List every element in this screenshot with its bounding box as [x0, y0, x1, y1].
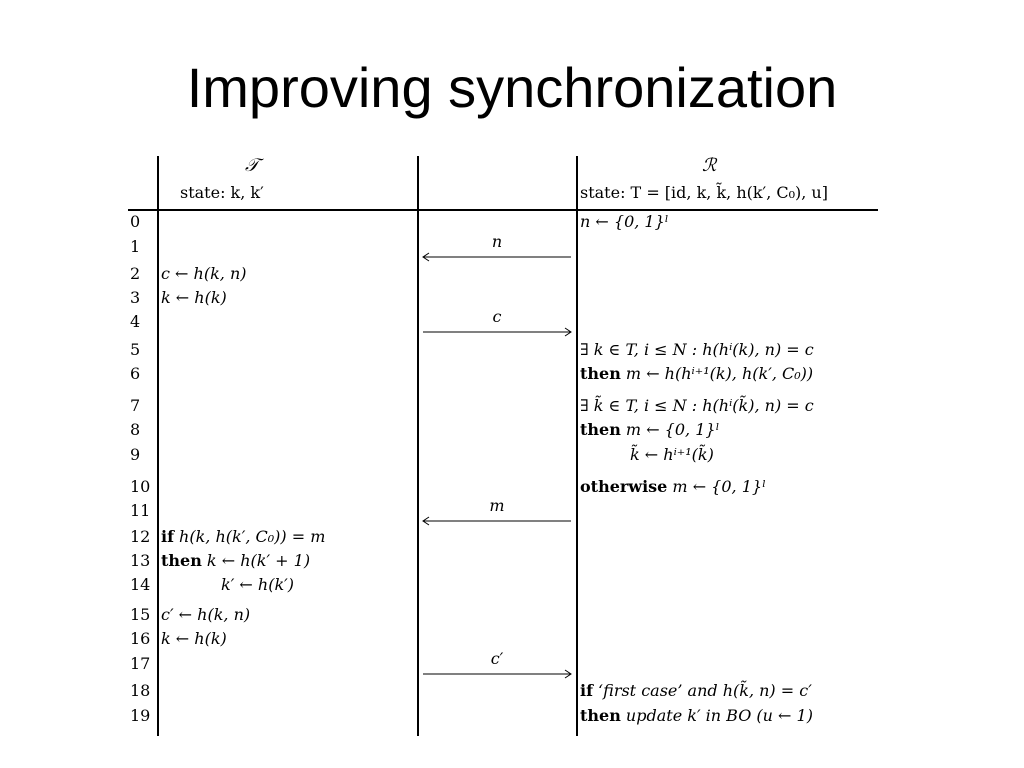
row-number: 1: [130, 237, 141, 256]
row-number: 19: [130, 706, 151, 725]
keyword: if: [161, 527, 174, 546]
reader-expression: m ← h(hⁱ⁺¹(k), h(k′, C₀)): [620, 364, 814, 383]
column-rule-right: [576, 156, 578, 736]
tag-expression: k ← h(k′ + 1): [201, 551, 311, 570]
row-number: 4: [130, 312, 141, 331]
message-label: c: [492, 307, 502, 326]
reader-expression: k̃ ← hⁱ⁺¹(k̃): [630, 445, 714, 464]
reader-step: ∃ k̃ ∈ T, i ≤ N : h(hⁱ(k̃), n) = c: [580, 396, 814, 416]
row-number: 5: [130, 340, 141, 359]
message-label: n: [491, 232, 503, 251]
reader-expression: ∃ k ∈ T, i ≤ N : h(hⁱ(k), n) = c: [580, 340, 814, 359]
column-rule-middle: [417, 156, 419, 736]
tag-step: c′ ← h(k, n): [161, 605, 250, 625]
keyword: then: [161, 551, 202, 570]
tag-party-header: 𝒯: [245, 155, 259, 176]
slide-title: Improving synchronization: [186, 56, 838, 119]
message-arrow: [423, 669, 572, 679]
row-number: 2: [130, 264, 141, 283]
tag-expression: c′ ← h(k, n): [161, 605, 251, 624]
reader-step: if ‘first case’ and h(k̃, n) = c′: [580, 681, 812, 701]
row-number: 15: [130, 605, 151, 624]
reader-expression: n ← {0, 1}ˡ: [580, 212, 669, 231]
keyword: if: [580, 681, 593, 700]
tag-expression: h(k, h(k′, C₀)) = m: [173, 527, 326, 546]
row-number: 7: [130, 396, 141, 415]
reader-expression: ‘first case’ and h(k̃, n) = c′: [592, 681, 812, 700]
row-number: 16: [130, 629, 151, 648]
tag-step: if h(k, h(k′, C₀)) = m: [161, 527, 325, 547]
reader-step: ∃ k ∈ T, i ≤ N : h(hⁱ(k), n) = c: [580, 340, 814, 360]
tag-expression: c ← h(k, n): [161, 264, 247, 283]
row-number: 9: [130, 445, 141, 464]
reader-step: k̃ ← hⁱ⁺¹(k̃): [630, 445, 714, 465]
header-rule: [128, 209, 878, 211]
keyword: then: [580, 420, 621, 439]
row-number: 17: [130, 654, 151, 673]
row-number: 14: [130, 575, 151, 594]
row-number: 3: [130, 288, 141, 307]
row-number: 13: [130, 551, 151, 570]
reader-step: then update k′ in BO (u ← 1): [580, 706, 813, 726]
keyword: then: [580, 706, 621, 725]
reader-expression: m ← {0, 1}ˡ: [620, 420, 720, 439]
row-number: 12: [130, 527, 151, 546]
tag-expression: k ← h(k): [161, 288, 227, 307]
message-label: c′: [490, 649, 504, 668]
keyword: then: [580, 364, 621, 383]
column-rule-left: [157, 156, 159, 736]
row-number: 8: [130, 420, 141, 439]
tag-step: c ← h(k, n): [161, 264, 247, 284]
reader-expression: m ← {0, 1}ˡ: [667, 477, 766, 496]
row-number: 10: [130, 477, 151, 496]
message-arrow: [422, 516, 571, 526]
reader-step: then m ← {0, 1}ˡ: [580, 420, 719, 440]
reader-expression: update k′ in BO (u ← 1): [620, 706, 813, 725]
row-number: 6: [130, 364, 141, 383]
reader-state: state: T = [id, k, k̃, h(k′, C₀), u]: [580, 183, 828, 202]
tag-step: k ← h(k): [161, 288, 227, 308]
tag-expression: k ← h(k): [161, 629, 227, 648]
row-number: 0: [130, 212, 141, 231]
reader-step: otherwise m ← {0, 1}ˡ: [580, 477, 766, 497]
reader-expression: ∃ k̃ ∈ T, i ≤ N : h(hⁱ(k̃), n) = c: [580, 396, 814, 415]
message-arrow: [423, 327, 572, 337]
row-number: 18: [130, 681, 151, 700]
row-number: 11: [130, 501, 151, 520]
message-arrow: [422, 252, 571, 262]
reader-step: n ← {0, 1}ˡ: [580, 212, 669, 232]
tag-step: k′ ← h(k′): [221, 575, 294, 595]
message-label: m: [489, 496, 505, 515]
tag-expression: k′ ← h(k′): [221, 575, 295, 594]
tag-state: state: k, k′: [180, 183, 264, 202]
tag-step: then k ← h(k′ + 1): [161, 551, 310, 571]
reader-step: then m ← h(hⁱ⁺¹(k), h(k′, C₀)): [580, 364, 813, 384]
tag-step: k ← h(k): [161, 629, 227, 649]
keyword: otherwise: [580, 477, 668, 496]
reader-party-header: ℛ: [702, 155, 717, 176]
